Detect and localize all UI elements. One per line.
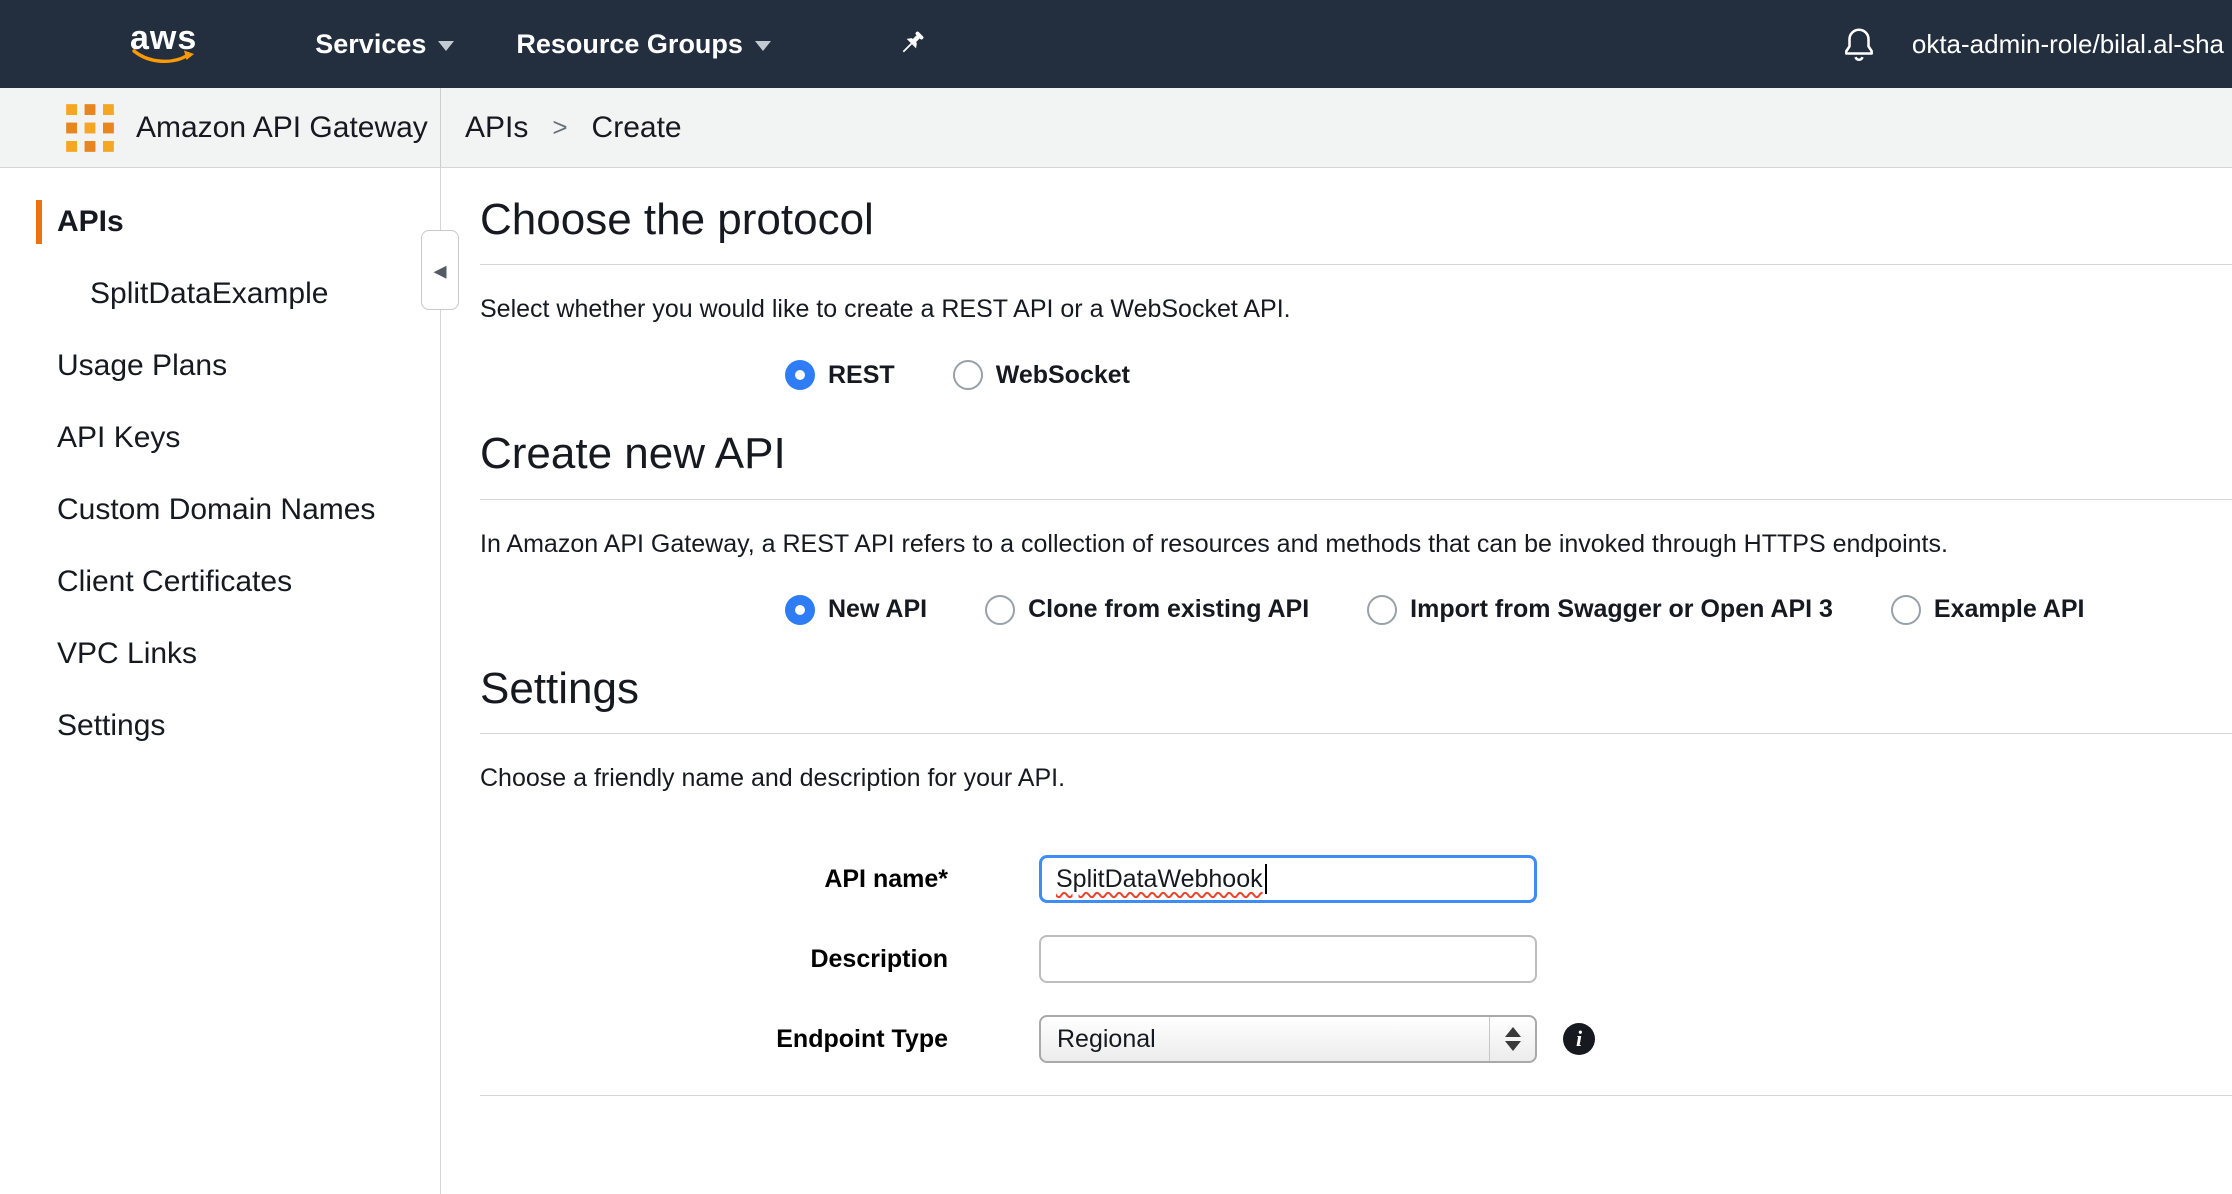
radio-button-icon [953,360,983,390]
notifications-bell-icon[interactable] [1840,25,1878,63]
arrow-up-icon [1505,1027,1521,1037]
radio-websocket-label: WebSocket [996,361,1130,390]
sidebar-item-label: API Keys [57,421,180,455]
service-header-bar: Amazon API Gateway APIs > Create [0,88,2232,168]
sidebar-item-label: VPC Links [57,637,197,671]
sidebar-item-settings[interactable]: Settings [0,690,440,762]
text-cursor [1265,864,1267,894]
breadcrumb-current-page: Create [592,111,682,145]
sidebar-item-label: Custom Domain Names [57,493,375,527]
sidebar-item-label: Settings [57,709,165,743]
resource-groups-menu[interactable]: Resource Groups [516,29,771,60]
top-navigation-bar: aws Services Resource Groups [0,0,2232,88]
sidebar-item-label: Usage Plans [57,349,227,383]
api-gateway-icon [64,102,116,154]
account-menu[interactable]: okta-admin-role/bilal.al-sha [1912,29,2224,60]
radio-rest-label: REST [828,361,895,390]
sidebar-item-splitdataexample[interactable]: SplitDataExample [0,258,440,330]
settings-section-description: Choose a friendly name and description f… [480,764,2232,793]
radio-websocket[interactable]: WebSocket [953,360,1130,390]
section-divider [480,499,2232,500]
sidebar-item-vpc-links[interactable]: VPC Links [0,618,440,690]
radio-button-icon [985,595,1015,625]
chevron-left-icon: ◂ [433,255,446,286]
select-stepper-arrows-icon [1489,1017,1535,1061]
create-api-section: Create new API In Amazon API Gateway, a … [480,430,2232,624]
radio-example-label: Example API [1934,595,2085,624]
radio-rest[interactable]: REST [785,360,895,390]
protocol-section-description: Select whether you would like to create … [480,295,2232,324]
radio-button-icon [785,595,815,625]
sidebar-item-apis[interactable]: APIs [0,186,440,258]
radio-button-icon [1891,595,1921,625]
api-name-input[interactable]: SplitDataWebhook [1039,855,1537,903]
endpoint-type-select[interactable]: Regional [1039,1015,1537,1063]
chevron-down-icon [755,41,771,51]
radio-clone-existing-api[interactable]: Clone from existing API [985,595,1309,625]
main-content: Choose the protocol Select whether you w… [441,168,2232,1194]
section-divider [480,733,2232,734]
breadcrumb: APIs > Create [441,88,682,167]
pushpin-icon [895,28,927,60]
radio-button-icon [785,360,815,390]
endpoint-type-row: Endpoint Type Regional i [480,1015,2232,1063]
aws-logo[interactable]: aws [130,22,197,66]
protocol-radio-group: REST WebSocket [785,360,2232,390]
sidebar-nav-list: APIs SplitDataExample Usage Plans API Ke… [0,168,440,762]
radio-new-api[interactable]: New API [785,595,927,625]
sidebar-item-custom-domain-names[interactable]: Custom Domain Names [0,474,440,546]
services-menu[interactable]: Services [315,29,454,60]
sidebar-collapse-button[interactable]: ◂ [421,230,459,310]
description-row: Description [480,935,2232,983]
bottom-divider [480,1095,2232,1096]
service-name: Amazon API Gateway [136,111,428,145]
radio-clone-label: Clone from existing API [1028,595,1309,624]
sidebar-item-usage-plans[interactable]: Usage Plans [0,330,440,402]
endpoint-type-label: Endpoint Type [480,1025,948,1054]
create-api-radio-group: New API Clone from existing API Import f… [785,595,2232,625]
sidebar: APIs SplitDataExample Usage Plans API Ke… [0,168,441,1194]
services-menu-label: Services [315,29,426,60]
radio-import-swagger[interactable]: Import from Swagger or Open API 3 [1367,595,1833,625]
api-name-row: API name* SplitDataWebhook [480,855,2232,903]
radio-example-api[interactable]: Example API [1891,595,2085,625]
topnav-right-group: okta-admin-role/bilal.al-sha [1840,25,2232,63]
api-name-label: API name* [480,865,948,894]
page-content: APIs SplitDataExample Usage Plans API Ke… [0,168,2232,1194]
aws-smile-swoosh-icon [132,48,196,66]
section-divider [480,264,2232,265]
pin-shortcut-icon[interactable] [895,28,927,60]
sidebar-item-label: SplitDataExample [90,277,328,311]
active-indicator-bar [36,200,42,244]
sidebar-item-label: APIs [57,205,124,239]
endpoint-type-info-icon[interactable]: i [1563,1023,1595,1055]
api-name-value: SplitDataWebhook [1056,865,1263,894]
create-section-description: In Amazon API Gateway, a REST API refers… [480,530,2232,559]
protocol-section: Choose the protocol Select whether you w… [480,196,2232,390]
radio-new-api-label: New API [828,595,927,624]
arrow-down-icon [1505,1041,1521,1051]
radio-button-icon [1367,595,1397,625]
section-title-create-new-api: Create new API [480,430,2232,478]
sidebar-item-client-certificates[interactable]: Client Certificates [0,546,440,618]
description-input[interactable] [1039,935,1537,983]
section-title-settings: Settings [480,665,2232,713]
settings-form: API name* SplitDataWebhook Description [480,855,2232,1063]
resource-groups-menu-label: Resource Groups [516,29,743,60]
endpoint-type-selected-value: Regional [1057,1025,1156,1054]
breadcrumb-apis-link[interactable]: APIs [465,111,528,145]
chevron-down-icon [438,41,454,51]
description-label: Description [480,945,948,974]
breadcrumb-separator: > [552,112,567,143]
radio-import-label: Import from Swagger or Open API 3 [1410,595,1833,624]
sidebar-item-api-keys[interactable]: API Keys [0,402,440,474]
sidebar-item-label: Client Certificates [57,565,292,599]
section-title-choose-protocol: Choose the protocol [480,196,2232,244]
service-home-link[interactable]: Amazon API Gateway [0,88,441,167]
settings-section: Settings Choose a friendly name and desc… [480,665,2232,1096]
